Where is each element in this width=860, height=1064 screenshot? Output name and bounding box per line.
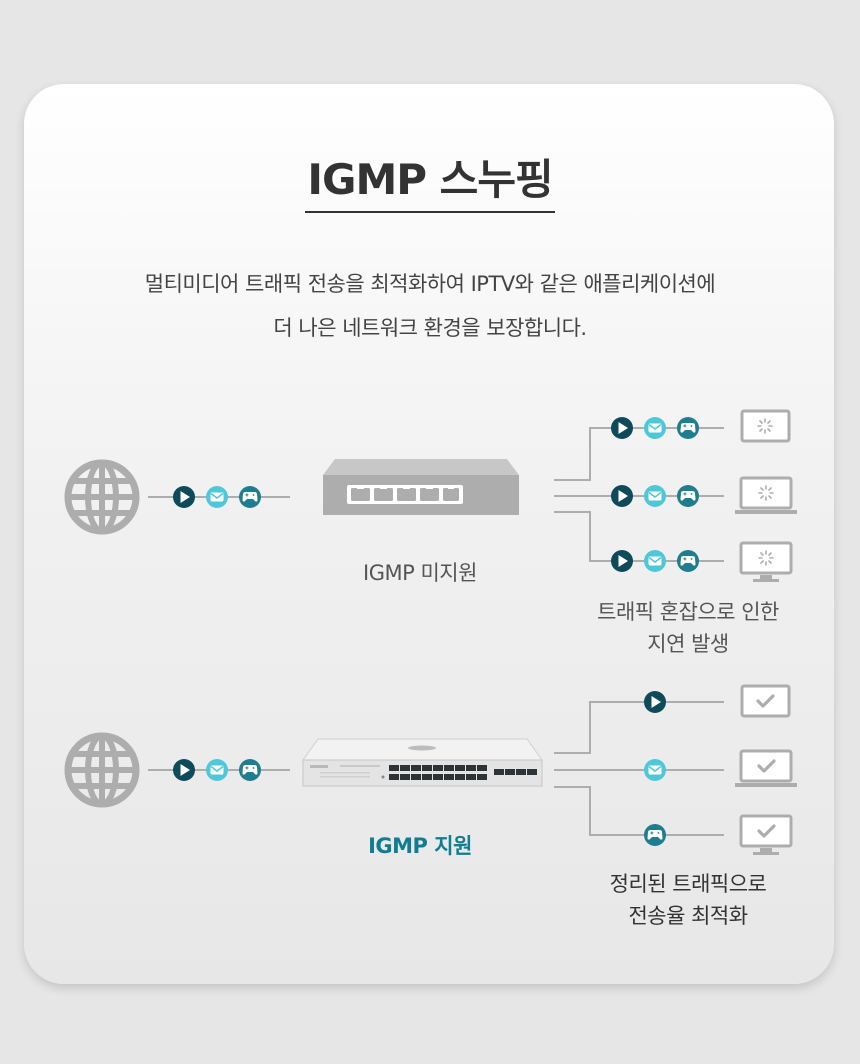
switch-icon: [323, 459, 519, 515]
with-result-line-2: 전송율 최적화: [628, 904, 748, 928]
laptop-icon: [735, 749, 797, 787]
gamepad-icon: [239, 759, 261, 781]
mail-icon: [643, 484, 667, 508]
description: 멀티미디어 트래픽 전송을 최적화하여 IPTV와 같은 애플리케이션에 더 나…: [0, 262, 860, 350]
description-line-2: 더 나은 네트워크 환경을 보장합니다.: [273, 316, 587, 340]
mail-icon: [643, 758, 667, 782]
mail-icon: [205, 485, 229, 509]
mail-icon: [643, 549, 667, 573]
globe-icon: [68, 736, 136, 804]
globe-icon: [68, 463, 136, 531]
without-igmp-result: 트래픽 혼잡으로 인한 지연 발생: [568, 596, 808, 660]
play-icon: [611, 550, 633, 572]
without-result-line-2: 지연 발생: [647, 632, 729, 656]
with-igmp-result: 정리된 트래픽으로 전송율 최적화: [568, 868, 808, 932]
gamepad-icon: [677, 550, 699, 572]
with-result-line-1: 정리된 트래픽으로: [609, 872, 767, 896]
desktop-icon: [739, 541, 793, 582]
without-igmp-label: IGMP 미지원: [363, 561, 477, 585]
play-icon: [173, 486, 195, 508]
laptop-icon: [735, 476, 797, 514]
mail-icon: [205, 758, 229, 782]
play-icon: [611, 417, 633, 439]
page-title: IGMP 스누핑: [0, 146, 860, 213]
description-line-1: 멀티미디어 트래픽 전송을 최적화하여 IPTV와 같은 애플리케이션에: [144, 272, 716, 296]
without-result-line-1: 트래픽 혼잡으로 인한: [597, 600, 779, 624]
play-icon: [173, 759, 195, 781]
with-igmp-label: IGMP 지원: [368, 834, 472, 858]
monitor-icon: [740, 409, 791, 443]
play-icon: [611, 485, 633, 507]
switch-icon: [302, 738, 543, 787]
desktop-icon: [739, 814, 793, 855]
mail-icon: [643, 416, 667, 440]
gamepad-icon: [644, 824, 666, 846]
gamepad-icon: [239, 486, 261, 508]
play-icon: [644, 691, 666, 713]
gamepad-icon: [677, 417, 699, 439]
gamepad-icon: [677, 485, 699, 507]
monitor-icon: [740, 684, 791, 718]
